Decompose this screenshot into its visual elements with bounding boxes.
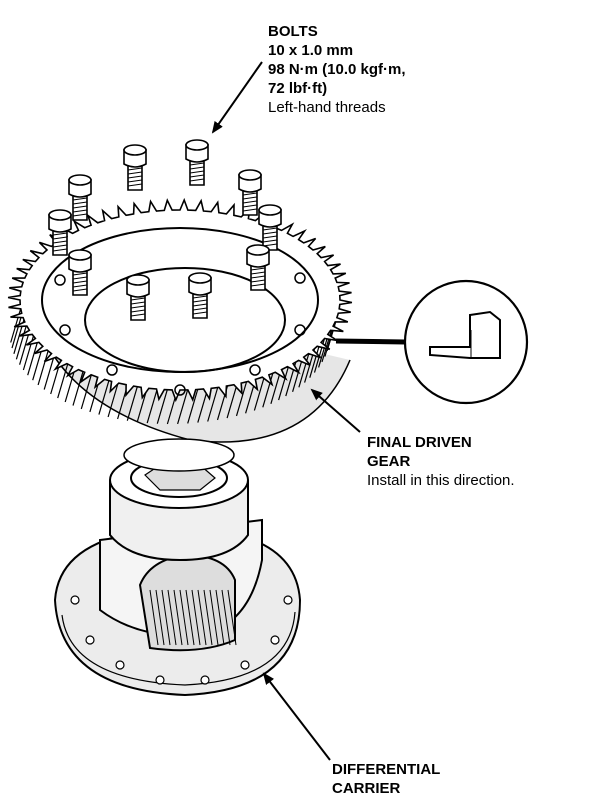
bolts-size: 10 x 1.0 mm (268, 42, 354, 59)
bolts-title: BOLTS (268, 23, 318, 40)
bolt (258, 204, 282, 251)
carrier-title-line1: DIFFERENTIAL (332, 761, 441, 778)
bolts-group (48, 139, 282, 321)
tooth-direction-detail (335, 279, 529, 405)
bolt (188, 272, 212, 319)
bolts-torque-line1: 98 N·m (10.0 kgf·m, (268, 61, 406, 78)
leader-lines (211, 61, 361, 761)
gear-note: Install in this direction. (367, 472, 515, 489)
differential-carrier (53, 438, 302, 697)
bolt (123, 144, 147, 191)
bolt (68, 174, 92, 221)
gear-title-line1: FINAL DRIVEN (367, 434, 472, 451)
bolts-label: BOLTS 10 x 1.0 mm 98 N·m (10.0 kgf·m, 72… (268, 22, 406, 117)
bolts-torque-line2: 72 lbf·ft) (268, 80, 328, 97)
bolt (246, 244, 270, 291)
bolt (238, 169, 262, 216)
differential-carrier-label: DIFFERENTIAL CARRIER (332, 760, 440, 798)
bolt (68, 249, 92, 296)
carrier-title-line2: CARRIER (332, 780, 401, 797)
bolt (126, 274, 150, 321)
bolts-note: Left-hand threads (268, 99, 386, 116)
gear-title-line2: GEAR (367, 453, 411, 470)
bolt (48, 209, 72, 256)
bolt (185, 139, 209, 186)
final-driven-gear-label: FINAL DRIVEN GEAR Install in this direct… (367, 433, 515, 490)
